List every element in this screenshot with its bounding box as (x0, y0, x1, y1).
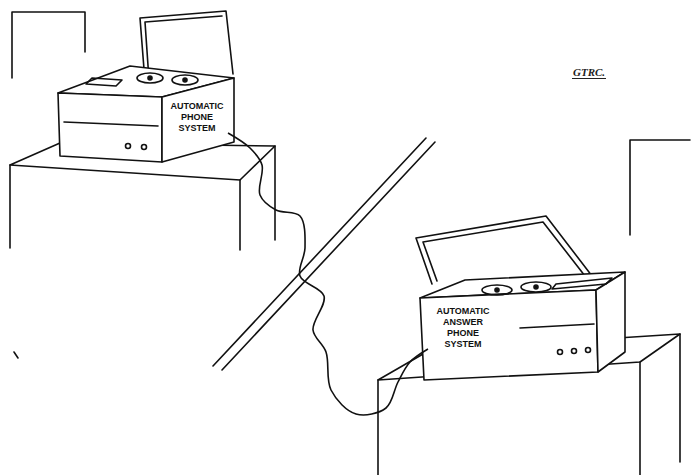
phone-cord (228, 133, 428, 415)
device-panel: AUTOMATIC ANSWER PHONE SYSTEM (428, 304, 498, 352)
panel-label: AUTOMATIC PHONE SYSTEM (168, 101, 226, 134)
tape-machine (58, 11, 234, 162)
frame-mark (12, 12, 85, 78)
divider-line (222, 142, 435, 370)
panel-label: AUTOMATIC ANSWER PHONE SYSTEM (430, 306, 496, 350)
signature: GTRC. (572, 66, 606, 79)
frame-mark (14, 352, 18, 358)
device-panel: AUTOMATIC PHONE SYSTEM (166, 99, 228, 136)
tape-machine (416, 216, 625, 380)
frame-mark (630, 140, 690, 235)
